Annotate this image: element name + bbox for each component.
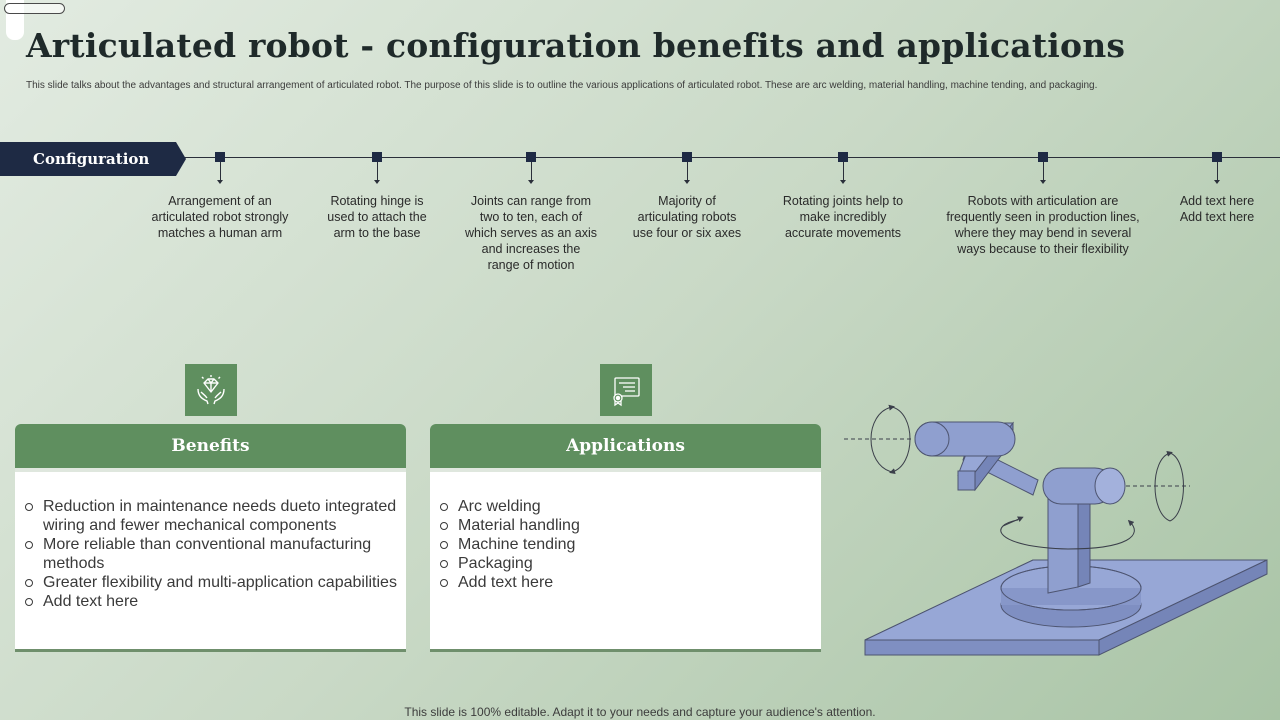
arrow-down-icon — [528, 180, 534, 184]
timeline-stem — [1042, 162, 1044, 182]
benefits-panel: Benefits Reduction in maintenance needs … — [15, 424, 406, 656]
arrow-down-icon — [217, 180, 223, 184]
timeline-stem — [376, 162, 378, 182]
footer-note: This slide is 100% editable. Adapt it to… — [404, 705, 876, 719]
panel-separator — [430, 468, 821, 472]
benefits-heading: Benefits — [15, 424, 406, 468]
benefits-body: Reduction in maintenance needs dueto int… — [15, 472, 406, 652]
diamond-in-hands-icon — [197, 375, 225, 405]
timeline-stem — [842, 162, 844, 182]
arrow-down-icon — [684, 180, 690, 184]
list-item: Greater flexibility and multi-applicatio… — [25, 573, 400, 592]
arrow-down-icon — [1214, 180, 1220, 184]
benefits-list: Reduction in maintenance needs dueto int… — [25, 497, 400, 611]
list-item: More reliable than conventional manufact… — [25, 535, 400, 573]
timeline-marker — [1212, 152, 1222, 162]
timeline-marker — [215, 152, 225, 162]
configuration-label: Configuration — [0, 142, 186, 176]
timeline-marker — [526, 152, 536, 162]
timeline-line — [180, 157, 1280, 158]
arrow-down-icon — [840, 180, 846, 184]
list-item: Material handling — [440, 516, 815, 535]
list-item: Machine tending — [440, 535, 815, 554]
timeline-stem — [530, 162, 532, 182]
timeline-marker — [1038, 152, 1048, 162]
list-item: Packaging — [440, 554, 815, 573]
articulated-robot-illustration — [844, 404, 1268, 656]
list-item: Add text here — [25, 592, 400, 611]
applications-list: Arc welding Material handling Machine te… — [440, 497, 815, 592]
applications-panel: Applications Arc welding Material handli… — [430, 424, 821, 656]
list-item: Add text here — [440, 573, 815, 592]
timeline-marker — [838, 152, 848, 162]
applications-body: Arc welding Material handling Machine te… — [430, 472, 821, 652]
slide-pill — [4, 3, 65, 14]
page-subtitle: This slide talks about the advantages an… — [26, 80, 1098, 91]
timeline-marker — [372, 152, 382, 162]
timeline-marker — [682, 152, 692, 162]
timeline-stem — [1216, 162, 1218, 182]
benefits-icon-box — [185, 364, 237, 416]
arrow-down-icon — [1040, 180, 1046, 184]
arrow-down-icon — [374, 180, 380, 184]
list-item: Arc welding — [440, 497, 815, 516]
applications-icon-box — [600, 364, 652, 416]
panel-separator — [15, 468, 406, 472]
timeline-stem — [686, 162, 688, 182]
applications-heading: Applications — [430, 424, 821, 468]
list-item: Reduction in maintenance needs dueto int… — [25, 497, 400, 535]
page-title: Articulated robot - configuration benefi… — [26, 26, 1126, 65]
timeline-stem — [219, 162, 221, 182]
certificate-icon — [613, 377, 640, 407]
